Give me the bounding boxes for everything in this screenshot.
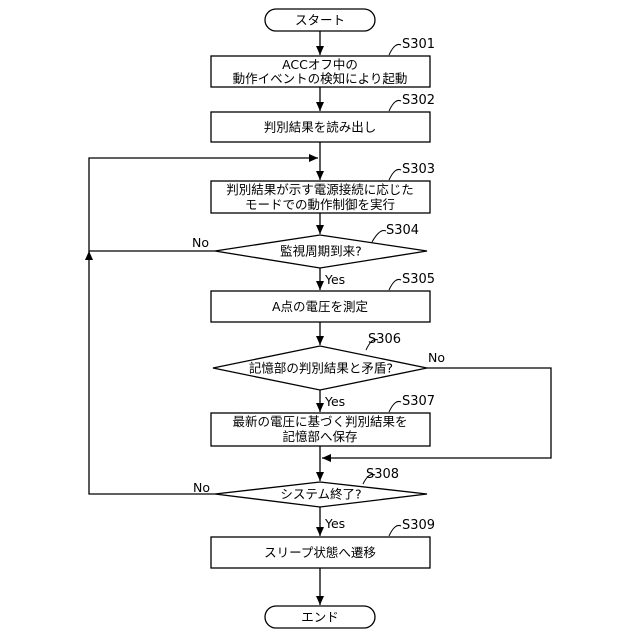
s307-leader [389,401,401,412]
process-s302: 判別結果を読み出し S302 [211,93,435,142]
s306-step-id: S306 [368,332,401,347]
s306-question: 記憶部の判別結果と矛盾? [249,361,393,376]
s303-step-id: S303 [402,162,435,177]
s301-step-id: S301 [402,37,435,52]
s305-leader [389,279,401,290]
s303-line-2: モードでの動作制御を実行 [245,197,395,212]
start-label: スタート [295,13,345,28]
s307-step-id: S307 [402,394,435,409]
process-s301: ACCオフ中の 動作イベントの検知により起動 S301 [211,37,435,87]
s306-no-label: No [428,350,445,365]
s309-leader [389,525,401,536]
s308-question: システム終了? [280,487,361,502]
s308-yes-label: Yes [324,516,345,531]
decision-s308: システム終了? S308 No Yes [193,467,427,531]
start-terminal: スタート [265,9,375,31]
s305-line-1: A点の電圧を測定 [272,299,368,314]
end-terminal: エンド [265,606,375,628]
s308-step-id: S308 [366,467,399,482]
s304-step-id: S304 [386,223,419,238]
s301-leader [389,44,401,55]
process-s307: 最新の電圧に基づく判別結果を 記憶部へ保存 S307 [211,394,435,446]
s306-yes-label: Yes [324,394,345,409]
process-s305: A点の電圧を測定 S305 [211,272,435,322]
s301-line-1: ACCオフ中の [282,57,358,72]
s302-line-1: 判別結果を読み出し [264,120,377,135]
s307-line-2: 記憶部へ保存 [282,429,357,444]
s309-step-id: S309 [402,518,435,533]
s302-leader [389,100,401,111]
s305-step-id: S305 [402,272,435,287]
s303-leader [389,169,401,180]
s301-line-2: 動作イベントの検知により起動 [233,71,408,86]
s304-leader [372,230,386,242]
arrow-s308-no-loop [89,251,215,494]
s304-no-label: No [192,235,209,250]
s304-yes-label: Yes [324,272,345,287]
s307-line-1: 最新の電圧に基づく判別結果を [232,414,407,429]
decision-s304: 監視周期到来? S304 No Yes [192,223,427,287]
process-s303: 判別結果が示す電源接続に応じた モードでの動作制御を実行 S303 [211,162,435,213]
s308-no-label: No [193,480,210,495]
s309-line-1: スリープ状態へ遷移 [264,545,376,560]
end-label: エンド [301,610,339,625]
process-s309: スリープ状態へ遷移 S309 [211,518,435,568]
s302-step-id: S302 [402,93,435,108]
s303-line-1: 判別結果が示す電源接続に応じた [226,182,414,197]
s304-question: 監視周期到来? [280,244,362,259]
